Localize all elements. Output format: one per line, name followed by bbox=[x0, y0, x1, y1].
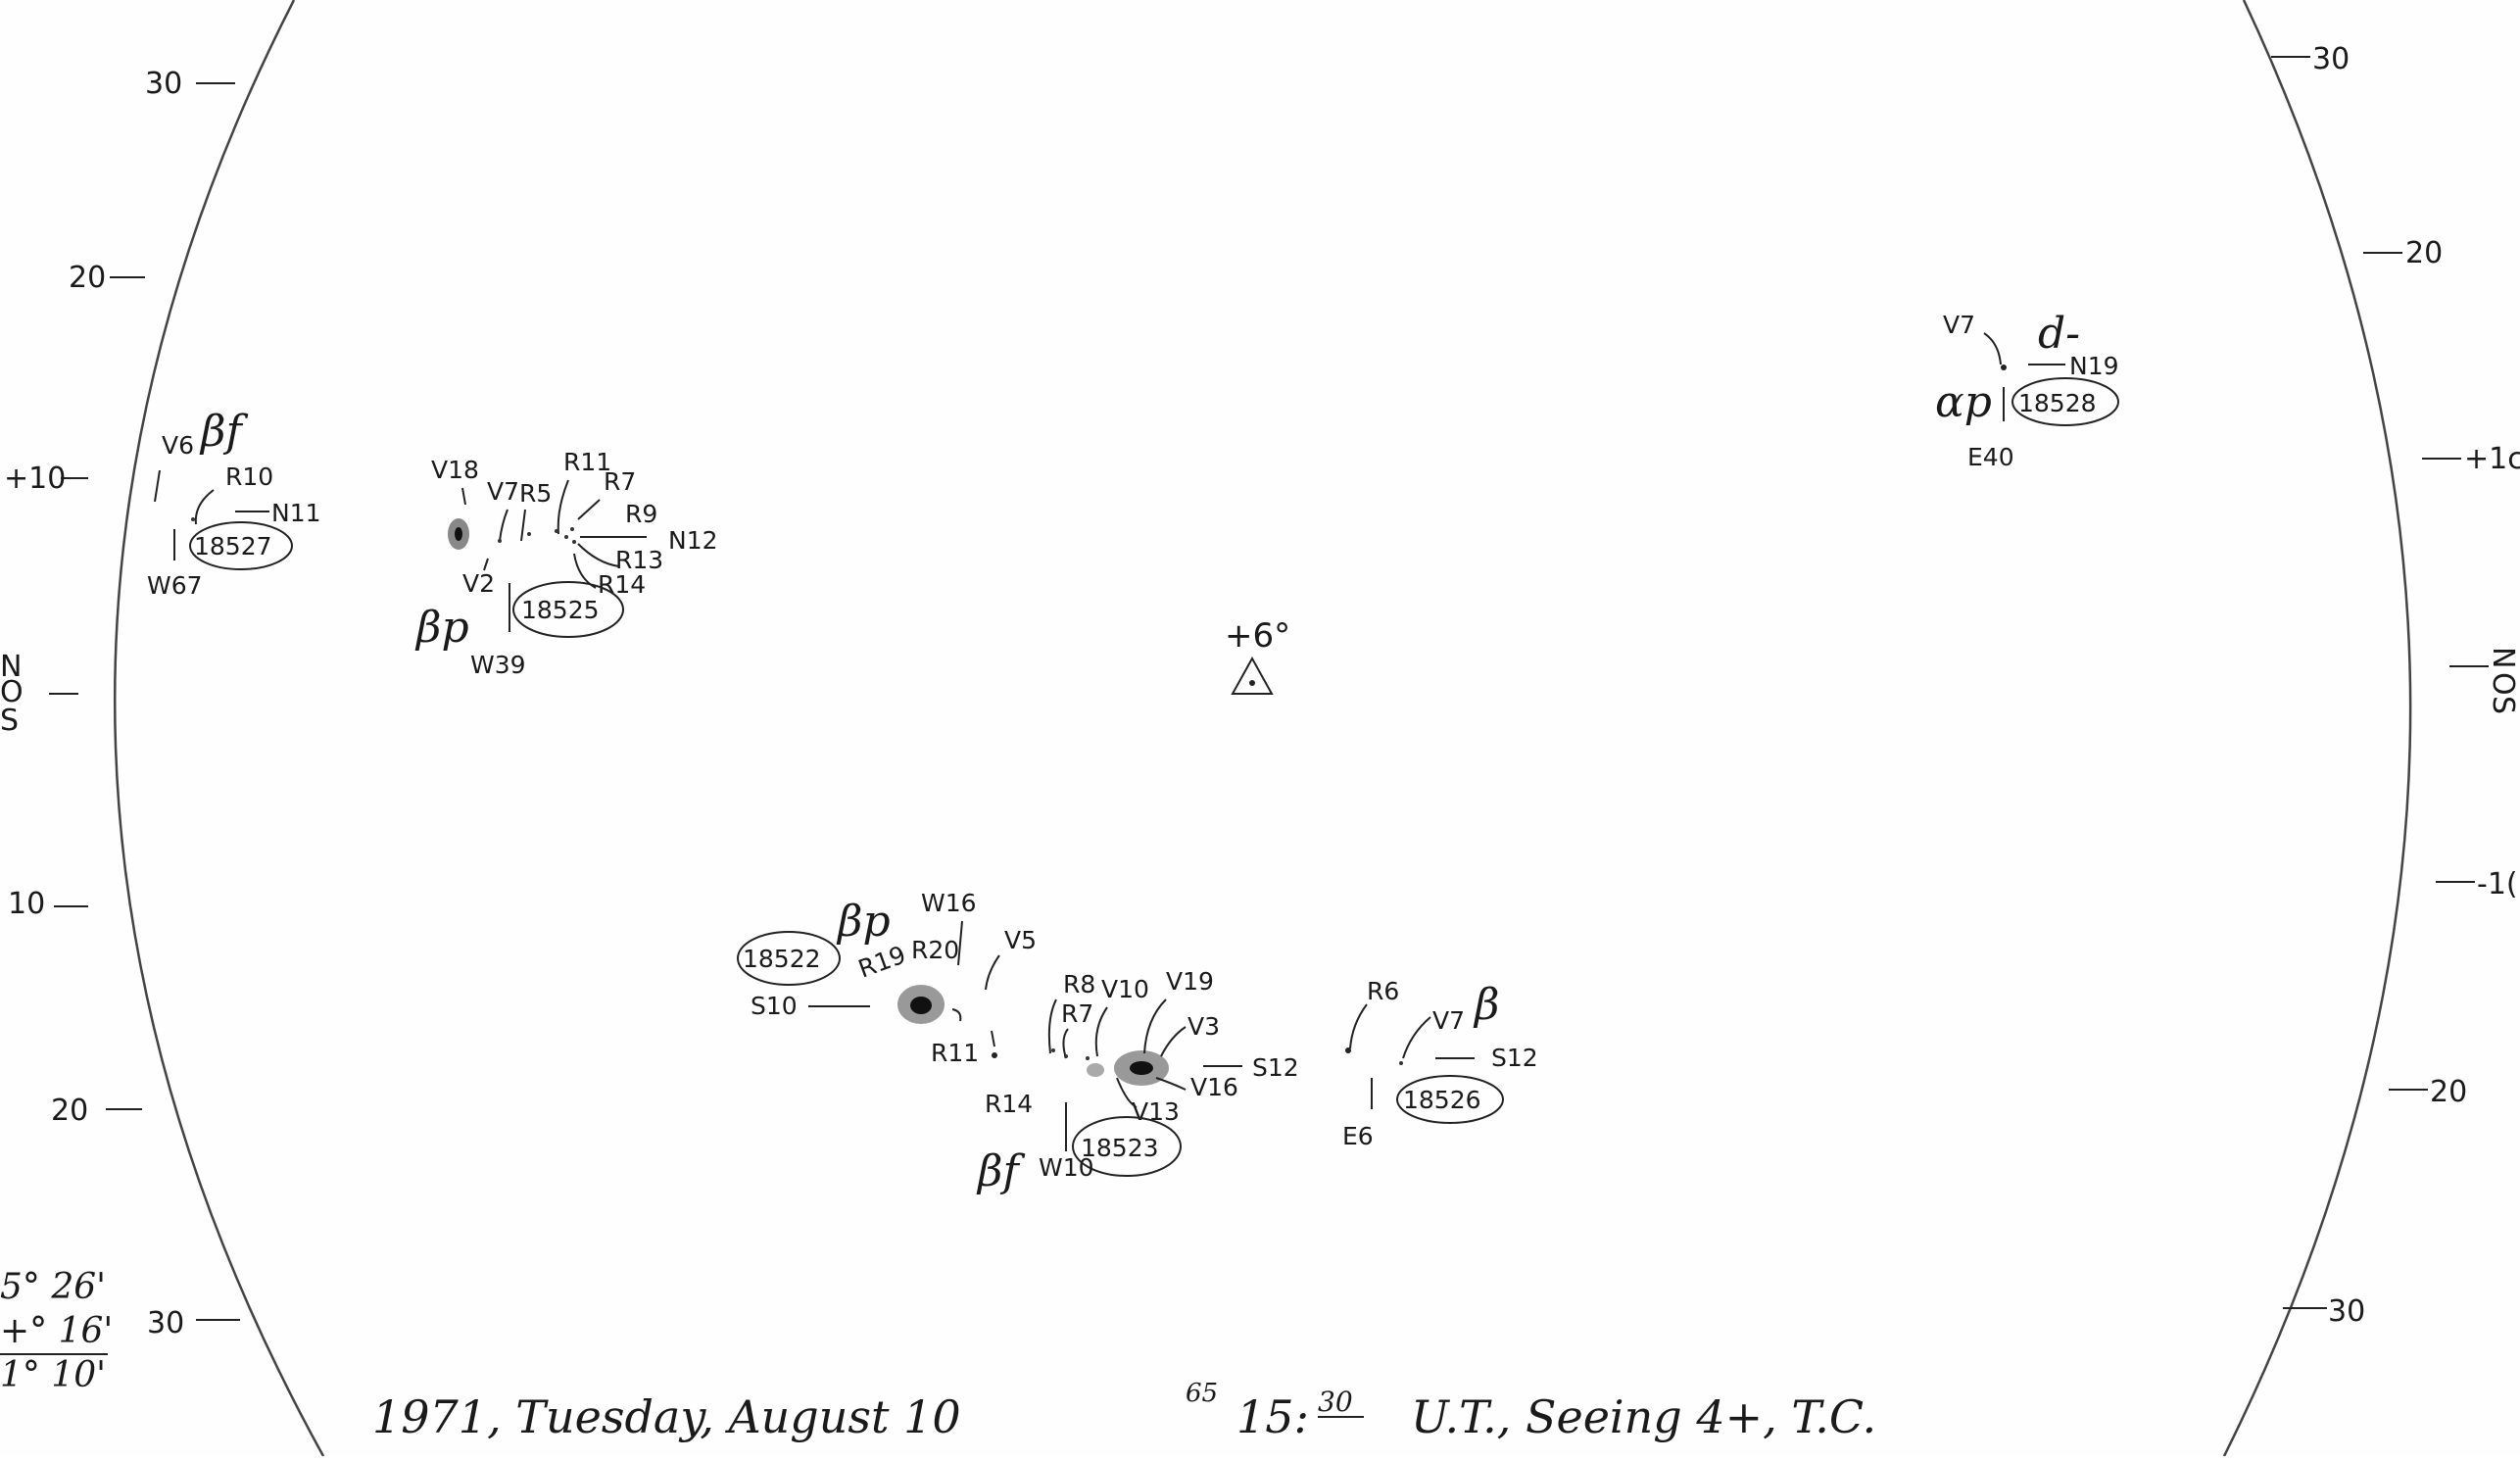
right-scale-label: 20 bbox=[2405, 236, 2443, 270]
group-number: 18522 bbox=[743, 945, 821, 973]
left-scale-label: +10 bbox=[4, 462, 66, 496]
spot-label: R14 bbox=[598, 570, 646, 599]
spot-label: R19 bbox=[854, 941, 909, 984]
spot-label: R13 bbox=[615, 546, 663, 574]
center-latitude-label: +6° bbox=[1225, 616, 1290, 656]
left-scale-label: 20 bbox=[69, 261, 106, 295]
spot-label: R8 bbox=[1063, 970, 1095, 998]
right-scale-label: +1c bbox=[2464, 442, 2520, 476]
spot-label: R6 bbox=[1367, 977, 1399, 1005]
spot-label: V5 bbox=[1004, 926, 1037, 954]
spot-label: V2 bbox=[462, 569, 495, 598]
group-class: βp bbox=[836, 897, 891, 947]
disk-center-mark: +6° bbox=[1225, 616, 1290, 695]
group-latitude: N11 bbox=[271, 499, 321, 527]
group-longitude: W67 bbox=[147, 571, 203, 600]
left-ns-label: O bbox=[0, 675, 24, 709]
spot-label: V19 bbox=[1166, 967, 1214, 996]
spot-label: V6 bbox=[162, 431, 194, 460]
spot-label: R10 bbox=[225, 463, 273, 491]
sunspot-group-18525: V18 V7 R5 R11 R7 R9 R13 R14 V2 N12 18525… bbox=[414, 448, 718, 679]
left-scale-label: 20 bbox=[51, 1094, 88, 1128]
left-latitude-scale: 30 20 +10 10 20 30 N O S bbox=[0, 67, 240, 1340]
spot-label: R14 bbox=[985, 1090, 1033, 1118]
spot-label: R9 bbox=[625, 500, 657, 528]
spot-label: R7 bbox=[1061, 999, 1093, 1028]
sunspot-group-18523: R8 R7 V10 V19 V3 V16 V13 R14 S12 18523 β… bbox=[976, 967, 1299, 1196]
caption-time: 15: bbox=[1236, 1390, 1309, 1443]
bottom-left-notes: 5° 26' +° 16' 1° 10' bbox=[0, 1267, 113, 1395]
right-scale-label: -1( bbox=[2477, 867, 2518, 901]
group-number: 18525 bbox=[521, 596, 600, 624]
observation-caption: 1971, Tuesday, August 10 65 15: 30 U.T.,… bbox=[372, 1379, 1876, 1443]
left-ns-label: S bbox=[0, 704, 19, 738]
group-latitude: N19 bbox=[2069, 352, 2119, 380]
left-ns-label: N bbox=[0, 650, 22, 684]
group-number: 18528 bbox=[2018, 389, 2097, 417]
left-scale-label: 30 bbox=[147, 1306, 184, 1340]
group-longitude: E6 bbox=[1342, 1122, 1374, 1150]
spot-label: R7 bbox=[604, 467, 636, 496]
caption-time-superscript: 30 bbox=[1318, 1386, 1353, 1418]
sunspot-group-18527: V6 βf R10 N11 18527 W67 bbox=[147, 407, 321, 600]
right-scale-label: 20 bbox=[2430, 1075, 2467, 1109]
caption-date: 1971, Tuesday, August 10 bbox=[372, 1390, 961, 1443]
spot-label: V7 bbox=[1943, 311, 1975, 339]
group-latitude: N12 bbox=[668, 526, 718, 555]
spot-label: V10 bbox=[1101, 975, 1149, 1003]
spot-label: R20 bbox=[911, 936, 959, 964]
group-number: 18527 bbox=[194, 532, 272, 560]
group-longitude: E40 bbox=[1967, 443, 2014, 471]
caption-rest: U.T., Seeing 4+, T.C. bbox=[1411, 1390, 1876, 1443]
left-limb-arc bbox=[114, 0, 325, 1457]
group-number: 18523 bbox=[1081, 1134, 1159, 1162]
group-class: β bbox=[1473, 980, 1499, 1030]
right-ns-label: O bbox=[2486, 672, 2520, 696]
spot-label: R5 bbox=[519, 479, 552, 508]
spot-label: R11 bbox=[563, 448, 611, 476]
spot-label: V18 bbox=[431, 456, 479, 484]
spot-label: V16 bbox=[1190, 1073, 1238, 1101]
spot-label: V3 bbox=[1187, 1012, 1220, 1041]
right-scale-label: 30 bbox=[2312, 42, 2350, 76]
group-latitude: S12 bbox=[1252, 1053, 1299, 1082]
left-scale-label: 30 bbox=[145, 67, 182, 101]
right-latitude-scale: 30 20 +1c -1( 20 30 N O S bbox=[2271, 42, 2520, 1329]
group-class: βf bbox=[199, 407, 248, 457]
note-line: 1° 10' bbox=[0, 1355, 106, 1395]
group-number: 18526 bbox=[1403, 1086, 1481, 1114]
note-line: +° 16' bbox=[0, 1311, 113, 1351]
caption-date-superscript: 65 bbox=[1186, 1379, 1218, 1408]
group-longitude: W39 bbox=[470, 651, 526, 679]
group-latitude: S12 bbox=[1491, 1044, 1538, 1072]
right-ns-label: S bbox=[2486, 696, 2520, 714]
group-class: αp bbox=[1935, 377, 1992, 427]
sunspot-group-18522: 18522 βp W16 S10 R19 R20 R11 V5 bbox=[737, 889, 1037, 1067]
group-longitude: W16 bbox=[921, 889, 977, 917]
right-ns-label: N bbox=[2486, 647, 2520, 668]
group-class-top: d- bbox=[2038, 309, 2080, 359]
left-scale-label: 10 bbox=[8, 887, 45, 921]
group-class: βp bbox=[414, 603, 469, 653]
right-limb-arc bbox=[2222, 0, 2412, 1457]
group-longitude: W10 bbox=[1039, 1153, 1094, 1182]
spot-label: V7 bbox=[487, 477, 519, 506]
sunspot-group-18528: V7 d- N19 αp 18528 E40 bbox=[1935, 309, 2119, 471]
group-latitude: S10 bbox=[751, 992, 798, 1020]
right-scale-label: 30 bbox=[2328, 1294, 2365, 1329]
sunspot-group-18526: R6 V7 β S12 18526 E6 bbox=[1342, 977, 1538, 1150]
note-line: 5° 26' bbox=[0, 1267, 106, 1307]
group-class: βf bbox=[976, 1146, 1025, 1196]
spot-label: V7 bbox=[1432, 1006, 1465, 1035]
spot-label: R11 bbox=[931, 1039, 979, 1067]
